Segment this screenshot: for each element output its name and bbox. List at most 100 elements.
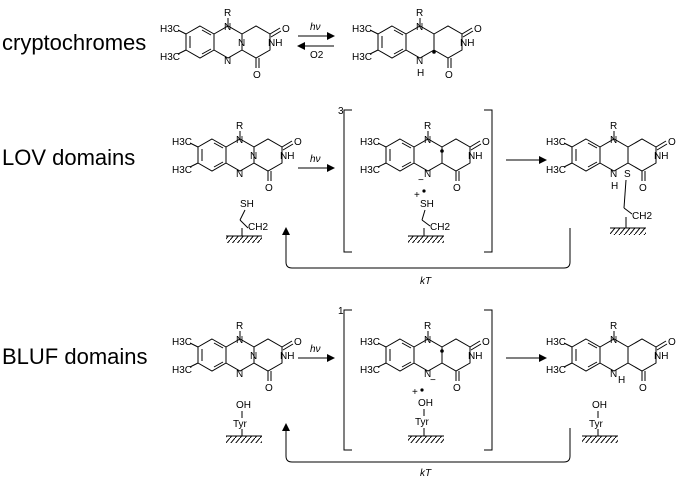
svg-text:N: N xyxy=(238,38,245,49)
svg-text:R: R xyxy=(416,8,423,19)
svg-text:O: O xyxy=(253,70,261,81)
row-label-bluf: BLUF domains xyxy=(2,344,148,369)
svg-text:−: − xyxy=(430,375,436,386)
svg-text:N: N xyxy=(224,56,231,67)
svg-text:O: O xyxy=(639,183,647,194)
svg-text:CH2: CH2 xyxy=(430,222,450,233)
svg-text:O: O xyxy=(668,337,676,348)
svg-text:hν: hν xyxy=(310,154,321,165)
svg-text:NH: NH xyxy=(468,151,482,162)
svg-text:H3C: H3C xyxy=(360,337,380,348)
cysteine-lov-1: SH CH2 xyxy=(226,199,268,243)
cysteine-radical-lov: + SH CH2 xyxy=(408,189,450,243)
svg-text:N: N xyxy=(236,135,243,146)
svg-text:R: R xyxy=(610,121,617,132)
flavin-oxidized-bluf: H3C H3C R N N N NH O O xyxy=(172,321,302,394)
reaction-arrow-bluf-hv: hν xyxy=(298,344,335,362)
svg-text:N: N xyxy=(610,169,617,180)
row-label-lov: LOV domains xyxy=(2,145,135,170)
svg-text:N: N xyxy=(610,135,617,146)
svg-text:NH: NH xyxy=(280,351,294,362)
svg-text:SH: SH xyxy=(240,199,254,210)
svg-text:N: N xyxy=(236,335,243,346)
svg-text:H3C: H3C xyxy=(172,337,192,348)
svg-text:O: O xyxy=(265,383,273,394)
svg-text:OH: OH xyxy=(236,400,251,411)
svg-text:H3C: H3C xyxy=(546,165,566,176)
tyrosine-bluf-1: OH Tyr xyxy=(226,400,262,443)
svg-text:O: O xyxy=(453,183,461,194)
flavin-radical-bluf: H3C H3C R N N − NH O O xyxy=(360,321,490,394)
reaction-arrow-lov-hv: hν xyxy=(298,154,335,172)
svg-text:H3C: H3C xyxy=(160,52,180,63)
svg-text:O: O xyxy=(294,137,302,148)
svg-text:+: + xyxy=(414,190,420,201)
svg-text:O: O xyxy=(482,337,490,348)
svg-text:R: R xyxy=(236,321,243,332)
svg-text:S: S xyxy=(624,169,631,180)
svg-text:N: N xyxy=(236,169,243,180)
svg-text:H3C: H3C xyxy=(352,52,372,63)
svg-text:O: O xyxy=(294,337,302,348)
thermal-return-bluf: kT xyxy=(282,423,571,479)
svg-text:CH2: CH2 xyxy=(632,211,652,222)
svg-text:H: H xyxy=(417,68,424,79)
svg-text:O: O xyxy=(282,24,290,35)
svg-text:R: R xyxy=(424,121,431,132)
svg-text:O: O xyxy=(265,183,273,194)
equilibrium-arrows-crypto: hν O2 xyxy=(297,22,335,61)
svg-text:R: R xyxy=(236,121,243,132)
flavin-oxidized-crypto: H3C H3C R N N N NH O O xyxy=(160,8,290,81)
svg-text:N: N xyxy=(416,56,423,67)
svg-text:H3C: H3C xyxy=(546,137,566,148)
svg-text:O: O xyxy=(639,383,647,394)
svg-text:H: H xyxy=(611,181,618,192)
row-label-cryptochromes: cryptochromes xyxy=(2,30,146,55)
svg-text:Tyr: Tyr xyxy=(233,419,248,430)
return-label-lov: kT xyxy=(420,276,432,287)
svg-text:NH: NH xyxy=(654,351,668,362)
svg-text:R: R xyxy=(424,321,431,332)
svg-text:H3C: H3C xyxy=(352,24,372,35)
svg-text:OH: OH xyxy=(592,400,607,411)
arrow-label-o2: O2 xyxy=(310,50,324,61)
svg-text:OH: OH xyxy=(418,398,433,409)
svg-text:N: N xyxy=(610,369,617,380)
svg-text:H3C: H3C xyxy=(360,365,380,376)
svg-text:N: N xyxy=(224,22,231,33)
svg-text:N: N xyxy=(416,22,423,33)
svg-text:R: R xyxy=(224,8,231,19)
flavin-adduct-lov: H3C H3C R N N H S NH O O xyxy=(546,121,676,194)
tyrosine-radical-bluf: + OH Tyr xyxy=(408,387,444,443)
svg-text:Tyr: Tyr xyxy=(415,417,430,428)
svg-text:N: N xyxy=(424,135,431,146)
svg-text:−: − xyxy=(418,175,424,186)
svg-text:N: N xyxy=(236,369,243,380)
svg-text:H3C: H3C xyxy=(172,365,192,376)
bracket-index-bluf: 1 xyxy=(338,306,344,317)
svg-text:H3C: H3C xyxy=(360,137,380,148)
svg-text:H3C: H3C xyxy=(172,165,192,176)
svg-text:N: N xyxy=(250,351,257,362)
return-label-bluf: kT xyxy=(420,468,432,479)
svg-text:O: O xyxy=(445,70,453,81)
svg-text:Tyr: Tyr xyxy=(589,419,604,430)
flavin-radical-lov: H3C H3C R N − N NH O O xyxy=(360,121,490,194)
flavin-product-bluf: H3C H3C R N N H NH O O xyxy=(546,321,676,394)
svg-text:NH: NH xyxy=(280,151,294,162)
svg-text:NH: NH xyxy=(468,351,482,362)
svg-text:R: R xyxy=(610,321,617,332)
thermal-return-lov: kT xyxy=(282,227,571,287)
svg-text:N: N xyxy=(250,151,257,162)
singlet-bracket-bluf: 1 xyxy=(338,306,493,451)
svg-text:N: N xyxy=(424,369,431,380)
svg-text:H3C: H3C xyxy=(172,137,192,148)
arrow-label-hv-crypto: hν xyxy=(310,22,321,33)
svg-text:H3C: H3C xyxy=(546,365,566,376)
svg-text:+: + xyxy=(412,387,418,398)
svg-text:SH: SH xyxy=(420,199,434,210)
svg-text:H3C: H3C xyxy=(360,165,380,176)
svg-text:H: H xyxy=(618,375,625,386)
bracket-index-lov: 3 xyxy=(338,106,344,117)
